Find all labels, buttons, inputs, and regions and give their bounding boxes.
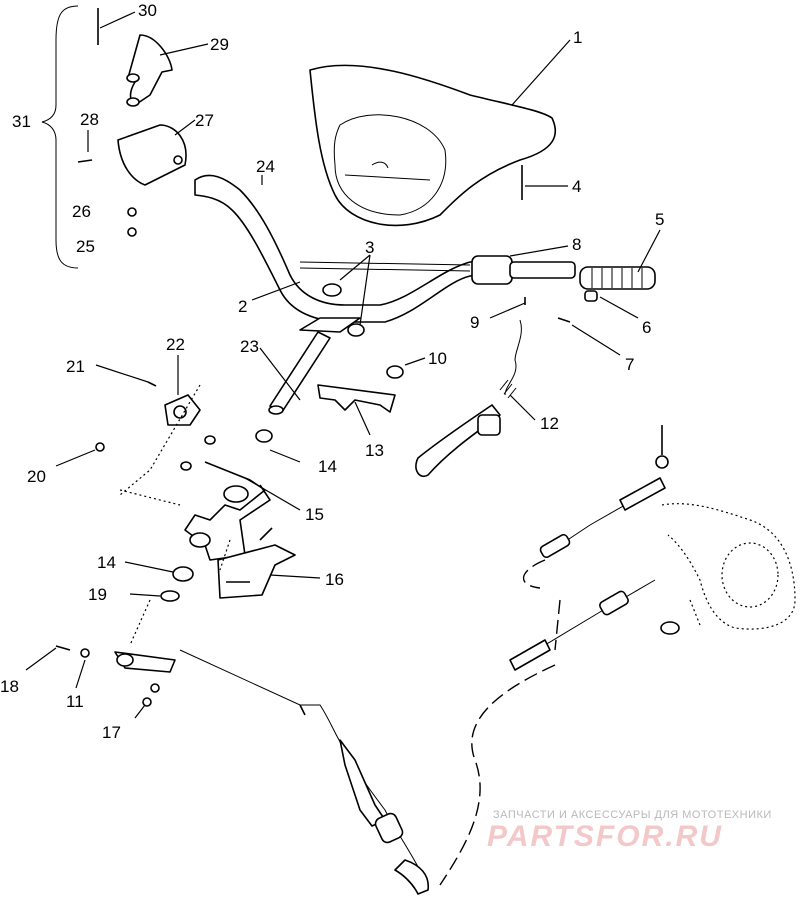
- watermark-tagline: ЗАПЧАСТИ И АКСЕССУАРЫ ДЛЯ МОТОТЕХНИКИ: [493, 809, 772, 821]
- callout-16: 16: [325, 570, 344, 589]
- callout-22: 22: [166, 335, 185, 354]
- tether-switch: [415, 319, 522, 477]
- callout-17: 17: [102, 723, 121, 742]
- cables-right: [509, 425, 680, 671]
- callout-19: 19: [88, 585, 107, 604]
- callout-2: 2: [238, 297, 247, 316]
- engine-housing: [661, 503, 796, 630]
- callout-28: 28: [80, 110, 99, 129]
- callout-18: 18: [0, 677, 19, 696]
- callout-10: 10: [428, 349, 447, 368]
- bracket: [317, 365, 404, 413]
- callout-6: 6: [642, 318, 651, 337]
- callout-29: 29: [210, 35, 229, 54]
- callout-20: 20: [27, 467, 46, 486]
- steering-arm: [55, 645, 176, 707]
- callout-11: 11: [66, 692, 84, 711]
- leader-lines: [25, 11, 661, 719]
- callout-24: 24: [256, 157, 275, 176]
- callout-31: 31: [12, 112, 31, 131]
- callout-15: 15: [305, 505, 324, 524]
- callout-27: 27: [195, 111, 214, 130]
- callout-1: 1: [573, 28, 582, 47]
- callout-21: 21: [66, 357, 85, 376]
- callout-14: 14: [318, 457, 337, 476]
- callout-25: 25: [76, 237, 95, 256]
- callout-12: 12: [540, 414, 559, 433]
- watermark: ЗАПЧАСТИ И АКСЕССУАРЫ ДЛЯ МОТОТЕХНИКИ PA…: [487, 809, 772, 853]
- group-bracket: [41, 5, 79, 269]
- callout-9: 9: [470, 313, 479, 332]
- handlebar-clamps: [299, 283, 365, 337]
- callout-8: 8: [572, 235, 581, 254]
- callout-7: 7: [625, 355, 634, 374]
- throttle-housing: [77, 8, 187, 237]
- callout-23: 23: [240, 337, 259, 356]
- lower-bracket: [160, 527, 296, 602]
- watermark-brand: PARTSFOR.RU: [487, 820, 723, 853]
- grip-assembly: [471, 255, 656, 323]
- callout-26: 26: [72, 202, 91, 221]
- callout-5: 5: [655, 210, 664, 229]
- callout-3: 3: [365, 238, 374, 257]
- callout-4: 4: [572, 177, 581, 196]
- lower-cable-end: [299, 704, 430, 895]
- callout-labels: 30 29 31 28 27 24 26 25 1 4 5 8 3 2 6 9 …: [0, 1, 664, 742]
- callout-13: 13: [365, 441, 384, 460]
- steering-post: [268, 331, 331, 415]
- steering-support: [95, 381, 273, 561]
- handlebar-pad: [309, 64, 557, 227]
- callout-30: 30: [138, 1, 157, 20]
- callout-14b: 14: [97, 553, 116, 572]
